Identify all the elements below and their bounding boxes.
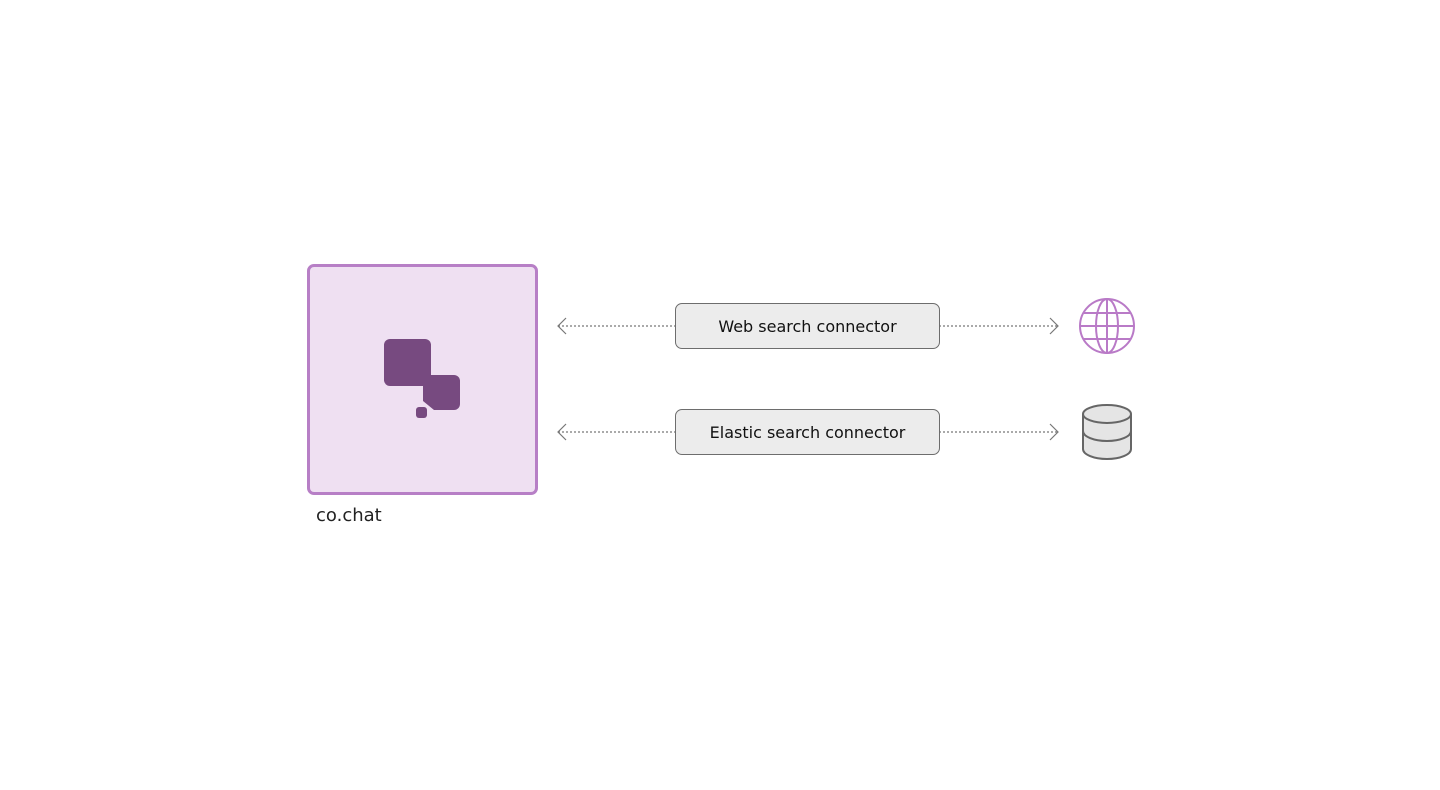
elastic-arrow — [557, 423, 1059, 441]
database-icon — [1082, 404, 1132, 460]
elastic-search-connector[interactable]: Elastic search connector — [675, 409, 940, 455]
app-label: co.chat — [316, 505, 382, 526]
cohere-chat-logo-icon — [384, 339, 460, 418]
web-search-connector[interactable]: Web search connector — [675, 303, 940, 349]
web-arrow — [557, 317, 1059, 335]
globe-icon — [1079, 298, 1135, 354]
